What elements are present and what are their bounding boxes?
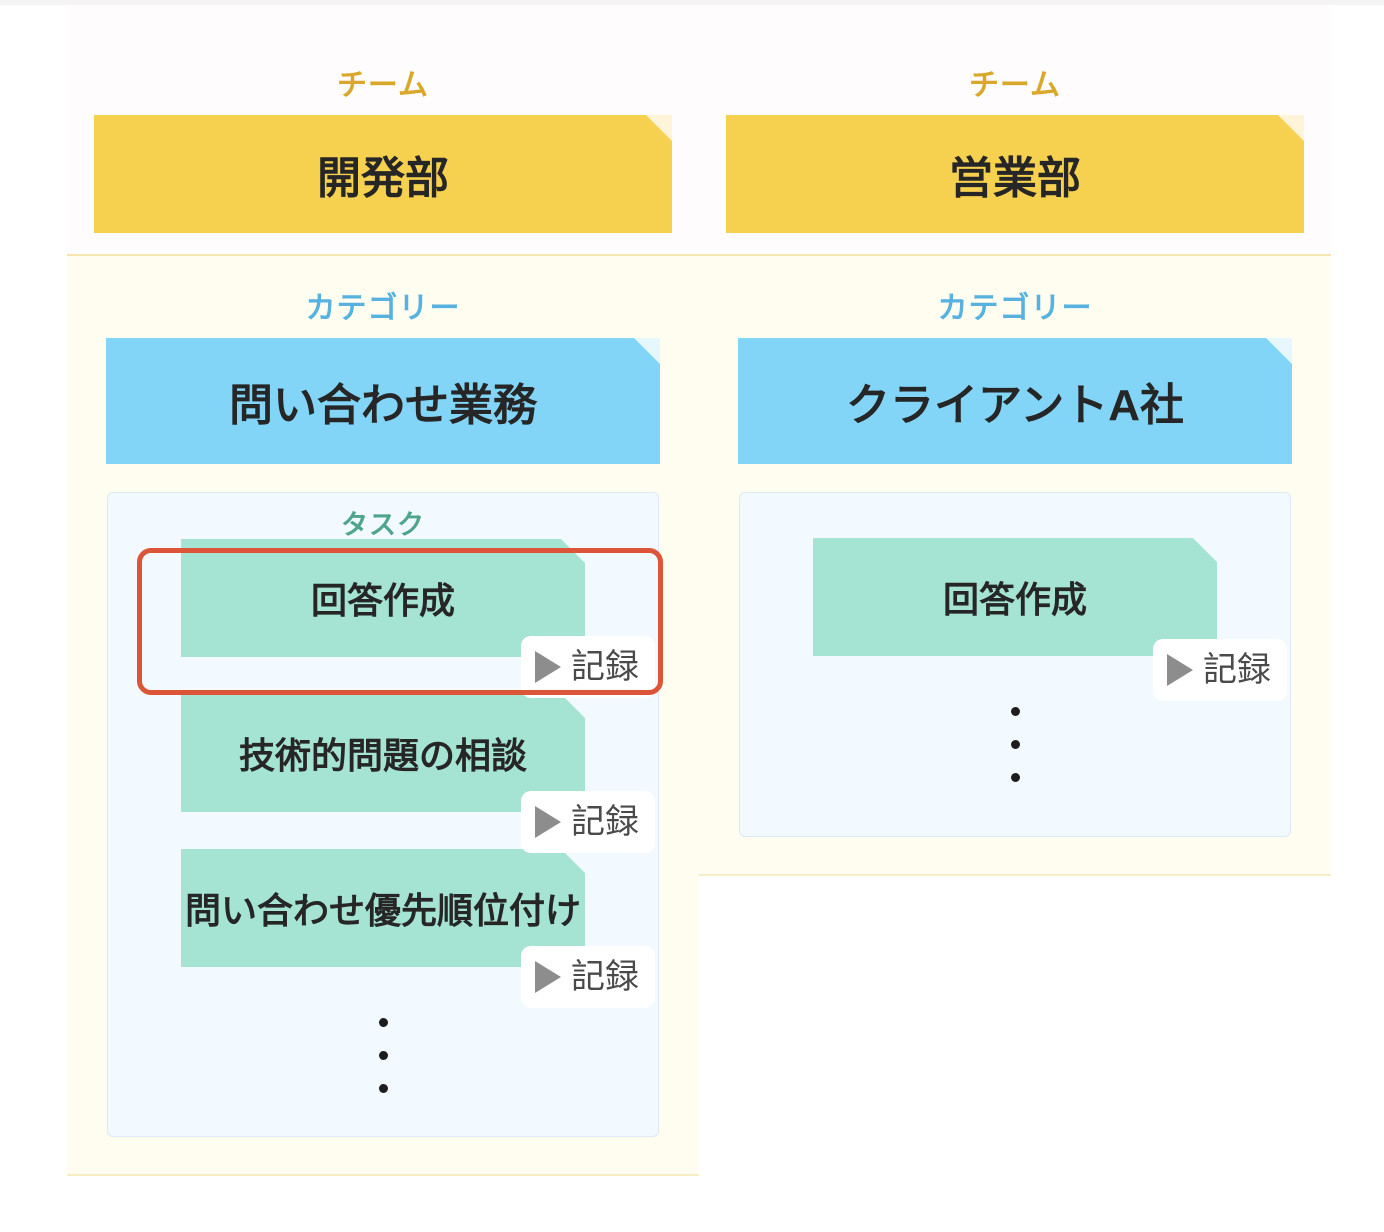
team-card-sales[interactable]: 営業部 (726, 115, 1304, 233)
top-strip (0, 0, 1384, 5)
task-panel: タスク 回答作成 記録 技術的問題の相談 (107, 492, 659, 1137)
category-zone: カテゴリー 問い合わせ業務 タスク 回答作成 記録 (67, 254, 699, 1176)
category-card-client-a[interactable]: クライアントA社 (738, 338, 1292, 464)
task-card-label: 回答作成 (310, 580, 455, 621)
page-fold-icon (646, 115, 672, 141)
record-button-label: 記録 (571, 803, 639, 841)
play-icon (1167, 654, 1193, 686)
record-button[interactable]: 記録 (521, 791, 655, 853)
play-icon (535, 961, 561, 993)
page-fold-icon (634, 338, 660, 364)
team-zone: チーム 営業部 (699, 5, 1331, 254)
page-fold-icon (1278, 115, 1304, 141)
team-card-development[interactable]: 開発部 (94, 115, 672, 233)
team-card-label: 営業部 (949, 154, 1081, 203)
ellipsis-dot (378, 1018, 388, 1027)
ellipsis-dot (1010, 740, 1020, 749)
more-tasks-indicator (108, 1004, 658, 1093)
task-card-label: 問い合わせ優先順位付け (184, 890, 581, 931)
ellipsis-dot (378, 1051, 388, 1060)
more-tasks-indicator (740, 693, 1290, 782)
record-button-label: 記録 (571, 958, 639, 996)
category-zone: カテゴリー クライアントA社 回答作成 記録 (699, 254, 1331, 876)
task-row: 回答作成 記録 (740, 493, 1290, 701)
ellipsis-dot (1010, 707, 1020, 716)
category-card-label: 問い合わせ業務 (229, 381, 537, 430)
page-fold-icon (561, 694, 585, 718)
task-card-label: 技術的問題の相談 (238, 735, 527, 776)
task-card-label: 回答作成 (942, 579, 1087, 620)
play-icon (535, 651, 561, 683)
category-card-inquiry[interactable]: 問い合わせ業務 (106, 338, 660, 464)
page-fold-icon (1193, 538, 1217, 562)
task-card-answer-creation[interactable]: 回答作成 (813, 538, 1217, 656)
record-button[interactable]: 記録 (521, 636, 655, 698)
page-fold-icon (561, 539, 585, 563)
task-row: 問い合わせ優先順位付け 記録 (108, 849, 658, 1008)
team-kicker-label: チーム (968, 69, 1062, 102)
team-kicker-label: チーム (336, 69, 430, 102)
task-panel: 回答作成 記録 (739, 492, 1291, 837)
record-button[interactable]: 記録 (1153, 639, 1287, 701)
hierarchy-board: チーム 開発部 カテゴリー 問い合わせ業務 タスク 回答作成 (0, 5, 1384, 1232)
task-row: 技術的問題の相談 記録 (108, 694, 658, 853)
team-column-sales: チーム 営業部 カテゴリー クライアントA社 回答作成 (699, 5, 1331, 876)
category-kicker-label: カテゴリー (305, 292, 461, 325)
task-kicker-label: タスク (341, 510, 425, 540)
record-button[interactable]: 記録 (521, 946, 655, 1008)
category-card-label: クライアントA社 (845, 381, 1184, 430)
team-card-label: 開発部 (317, 154, 449, 203)
record-button-label: 記録 (1203, 651, 1271, 689)
play-icon (535, 806, 561, 838)
team-zone: チーム 開発部 (67, 5, 699, 254)
ellipsis-dot (1010, 773, 1020, 782)
task-card-inquiry-prioritization[interactable]: 問い合わせ優先順位付け (181, 849, 585, 967)
task-card-technical-consultation[interactable]: 技術的問題の相談 (181, 694, 585, 812)
page-fold-icon (561, 849, 585, 873)
page-fold-icon (1266, 338, 1292, 364)
team-column-development: チーム 開発部 カテゴリー 問い合わせ業務 タスク 回答作成 (67, 5, 699, 1176)
category-kicker-label: カテゴリー (937, 292, 1093, 325)
record-button-label: 記録 (571, 648, 639, 686)
ellipsis-dot (378, 1084, 388, 1093)
task-row: 回答作成 記録 (108, 539, 658, 698)
